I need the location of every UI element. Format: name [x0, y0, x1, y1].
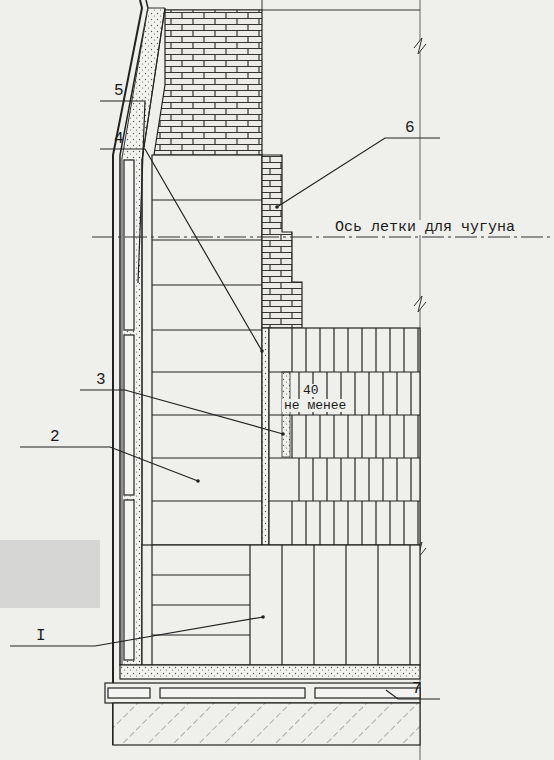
dimension-label: 40: [301, 384, 321, 397]
callout-number: 6: [405, 120, 415, 136]
callout-number: 7: [412, 681, 422, 697]
callout-number: 3: [96, 372, 106, 388]
axis-label: Ось летки для чугуна: [333, 220, 517, 235]
callout-number: I: [36, 628, 46, 644]
dimension-label: не менее: [282, 399, 348, 412]
callout-number: 5: [114, 83, 124, 99]
callout-number: 4: [114, 131, 124, 147]
callout-number: 2: [50, 429, 60, 445]
